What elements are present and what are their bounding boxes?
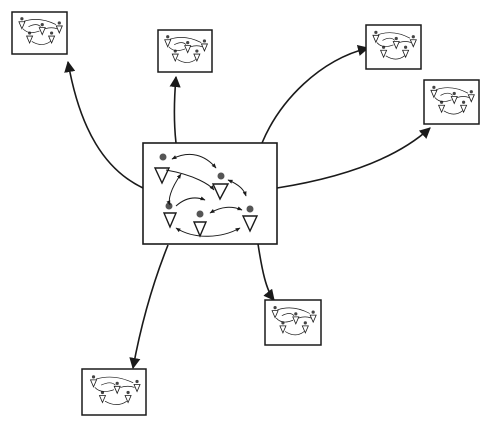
mini-link: [376, 42, 394, 47]
mini-link: [174, 42, 187, 46]
mini-person-node: [292, 312, 300, 325]
mini-person-node: [467, 90, 475, 103]
mini-person-node: [430, 85, 438, 99]
mini-link: [298, 316, 312, 319]
mini-person-node: [18, 17, 26, 30]
mini-person-node: [372, 30, 380, 44]
mini-person-node: [392, 36, 400, 50]
interaction-arrows: [165, 153, 247, 237]
mini-link: [95, 376, 134, 384]
mini-person-node: [309, 310, 317, 324]
mini-link: [456, 96, 470, 98]
mini-link: [120, 385, 135, 388]
arrow-to-top-left: [64, 60, 144, 189]
mini-person-node: [38, 23, 46, 36]
connection-arrows: [64, 45, 431, 370]
mini-person-node: [98, 390, 107, 404]
mini-link: [28, 24, 41, 28]
person-node: [211, 172, 230, 201]
mini-person-node: [401, 45, 410, 59]
mini-link: [169, 37, 202, 43]
mini-link: [284, 331, 305, 336]
mini-link: [277, 307, 310, 314]
mini-link: [94, 387, 115, 392]
mini-person-node: [113, 381, 121, 395]
mini-person-node: [301, 321, 309, 334]
mini-person-node: [47, 31, 56, 45]
central-hub-box: [142, 142, 278, 245]
mini-link: [22, 28, 40, 33]
hub-people-network: [153, 153, 259, 238]
satellite-box-bottom-left: [81, 368, 147, 416]
arrow-to-top-right: [261, 45, 370, 144]
arrow-to-bottom-right: [257, 243, 275, 301]
mini-person-node: [55, 21, 63, 34]
person-node: [153, 153, 171, 185]
mini-person-node: [89, 375, 98, 388]
mini-link: [398, 41, 412, 43]
mini-link: [385, 55, 405, 60]
mini-link: [23, 19, 57, 25]
satellite-box-top-center: [157, 29, 213, 73]
mini-person-node: [164, 35, 172, 48]
mini-person-node: [450, 91, 458, 105]
mini-link: [440, 92, 453, 96]
arrow-to-right: [276, 127, 431, 189]
mini-person-node: [184, 41, 192, 54]
mini-link: [382, 37, 395, 41]
mini-person-node: [271, 306, 279, 319]
mini-person-node: [459, 100, 468, 114]
mini-link: [434, 97, 452, 102]
mini-person-node: [193, 49, 201, 63]
mini-link: [281, 313, 295, 317]
mini-link: [435, 87, 469, 94]
mini-link: [275, 317, 294, 323]
mini-link: [101, 382, 116, 386]
mini-person-node: [200, 39, 209, 52]
satellite-box-bottom-right: [264, 299, 322, 346]
mini-link: [44, 27, 58, 30]
mini-link: [31, 41, 51, 45]
satellite-box-right: [423, 79, 480, 125]
satellite-box-top-right: [365, 24, 422, 70]
mini-link: [377, 32, 411, 39]
satellite-box-top-left: [11, 11, 68, 55]
person-node: [241, 205, 259, 233]
mini-person-node: [133, 379, 141, 393]
mini-person-node: [409, 35, 417, 48]
mini-link: [168, 46, 186, 51]
mini-link: [190, 45, 203, 48]
mini-link: [104, 400, 128, 405]
mini-link: [443, 110, 463, 115]
arrow-to-top-center: [169, 75, 181, 144]
mini-link: [177, 59, 197, 63]
arrow-to-bottom-left: [129, 244, 169, 370]
mini-person-node: [124, 390, 132, 404]
